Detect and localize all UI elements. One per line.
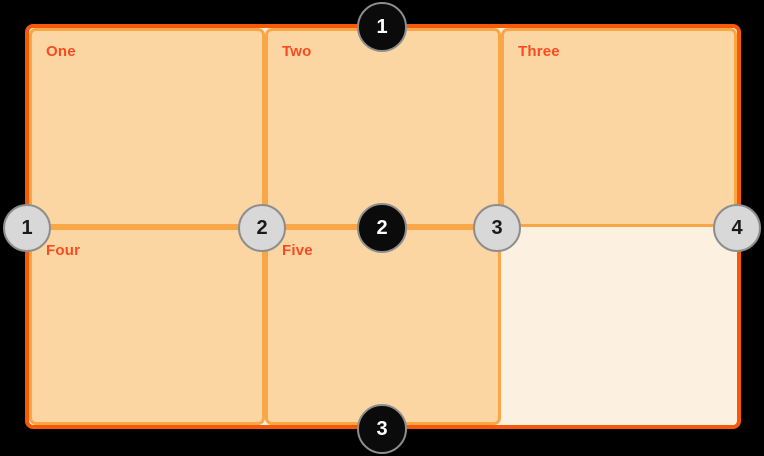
row-line-badge-2: 2 — [357, 203, 407, 253]
cell-label: Two — [282, 43, 312, 60]
grid-cell-one: One — [29, 28, 265, 227]
grid-cell-empty — [501, 227, 737, 426]
cell-label: Five — [282, 241, 313, 259]
column-line-badge-2: 2 — [238, 204, 286, 252]
column-line-badge-3: 3 — [473, 204, 521, 252]
grid-cell-two: Two — [265, 28, 501, 227]
column-line-badge-1: 1 — [3, 204, 51, 252]
cell-label: Four — [46, 241, 81, 259]
grid-cell-four: Four — [29, 226, 265, 425]
cell-label: Three — [518, 43, 560, 60]
grid-cell-five: Five — [265, 226, 501, 425]
grid-cell-three: Three — [501, 28, 737, 227]
cell-label: One — [46, 43, 76, 60]
grid-container: One Two Three Four Five — [25, 24, 741, 429]
row-line-badge-3: 3 — [357, 404, 407, 454]
row-line-badge-1: 1 — [357, 2, 407, 52]
column-line-badge-4: 4 — [713, 204, 761, 252]
